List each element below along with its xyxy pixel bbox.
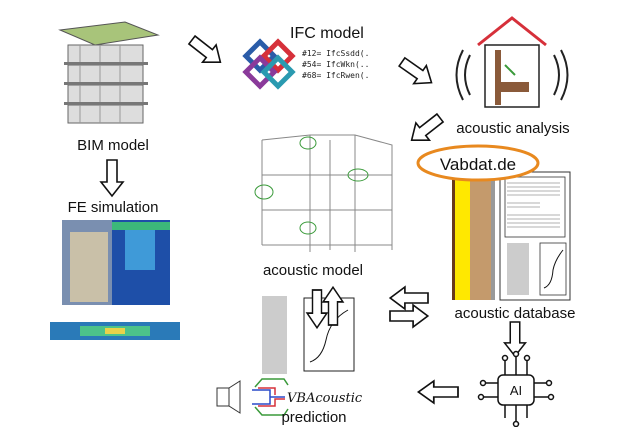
arrow-left-icon <box>417 380 459 404</box>
vabdat-label: Vabdat.de <box>440 155 516 174</box>
ai-chip-icon <box>477 350 555 427</box>
arrow-right-icon <box>389 304 429 328</box>
vbacoustic-logo <box>252 378 289 416</box>
bim-building-image <box>58 21 160 124</box>
ifc-code-line: #54= IfcWkn(.. <box>302 60 369 69</box>
acoustic-model-label: acoustic model <box>263 262 363 279</box>
arrow-icon <box>404 108 448 150</box>
arrow-left-icon <box>389 286 429 310</box>
fe-simulation-label: FE simulation <box>68 199 159 216</box>
arrow-icon <box>394 52 439 93</box>
ai-label: AI <box>510 383 522 398</box>
arrow-down-icon <box>100 159 124 197</box>
acoustic-database-label: acoustic database <box>455 305 576 322</box>
ifc-code-line: #12= IfcSsdd(. <box>302 49 369 58</box>
arrow-icon <box>184 30 228 72</box>
ifc-code-line: #68= IfcRwen(. <box>302 71 369 80</box>
prediction-data-image <box>262 296 355 374</box>
ifc-logo <box>242 38 296 90</box>
acoustic-database-image <box>452 171 571 301</box>
fe-simulation-image <box>50 220 180 340</box>
prediction-label: prediction <box>281 409 346 426</box>
acoustic-analysis-icon <box>455 16 569 108</box>
acoustic-analysis-label: acoustic analysis <box>456 120 569 137</box>
acoustic-model-drawing <box>254 134 393 252</box>
vbacoustic-logo-text: VBAcoustic <box>287 391 363 406</box>
vabdat-badge <box>416 144 540 182</box>
speaker-icon <box>216 380 241 414</box>
bim-model-label: BIM model <box>77 137 149 154</box>
ifc-model-label: IFC model <box>290 25 364 42</box>
